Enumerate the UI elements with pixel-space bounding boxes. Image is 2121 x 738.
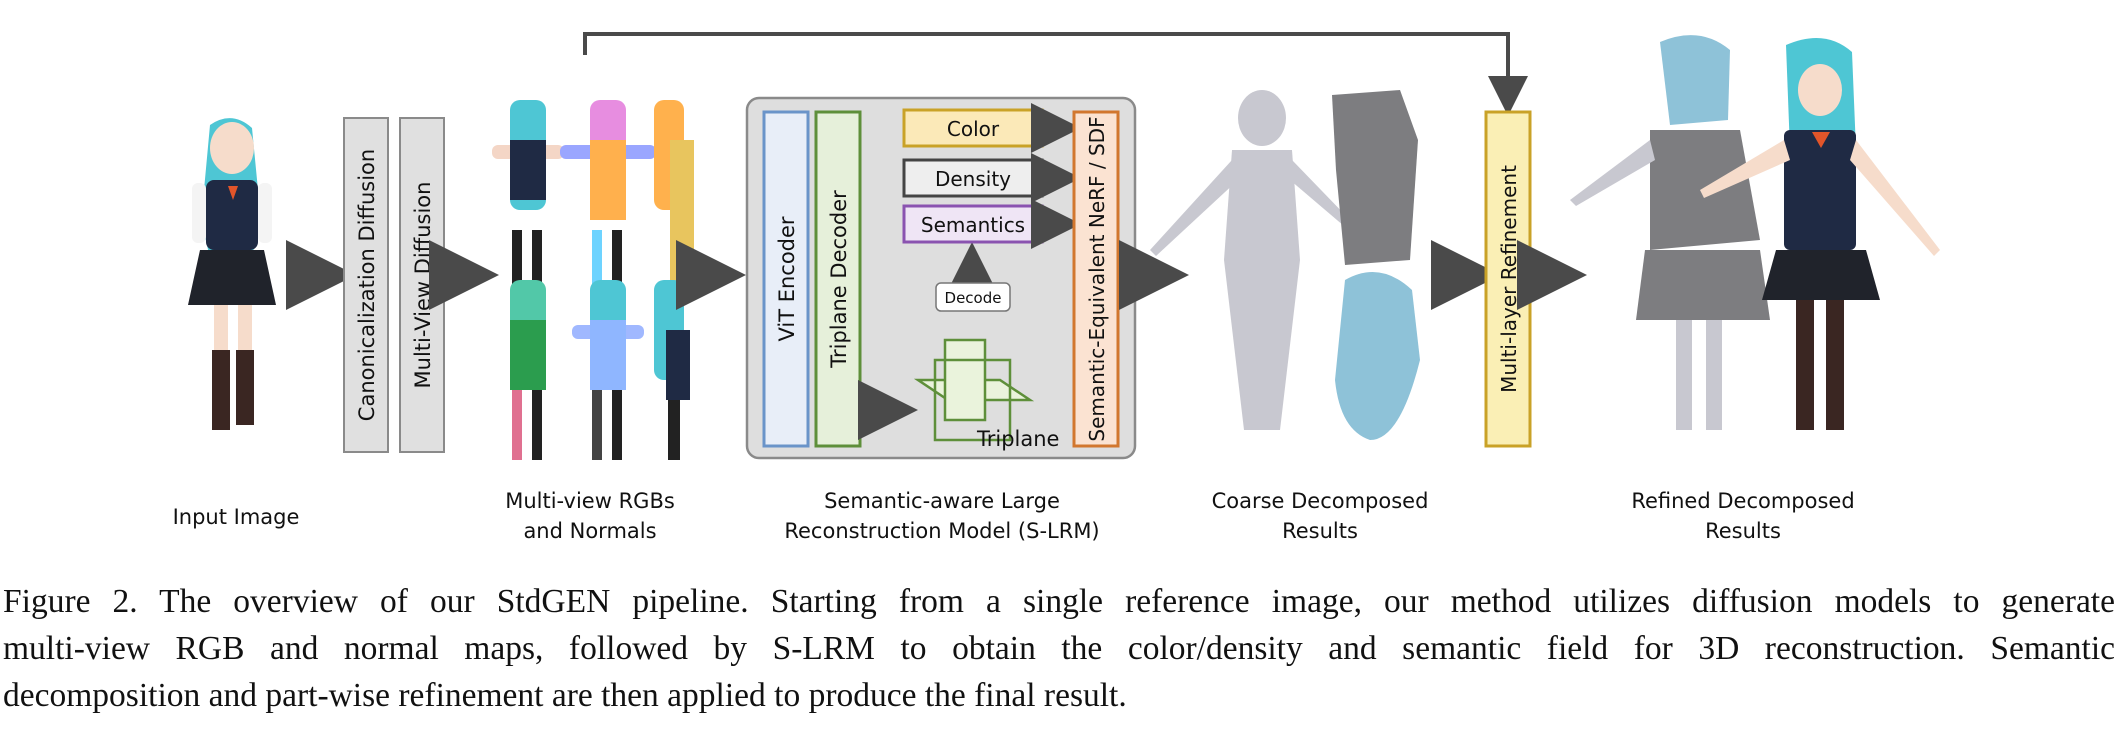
multiview-rgb-normal-images	[492, 100, 694, 460]
canonicalization-diffusion-block: Canonicalization Diffusion	[343, 117, 389, 453]
multiview-label-line1: Multi-view RGBs	[505, 489, 675, 513]
refined-results-illustration	[1570, 35, 1940, 430]
vit-encoder-label: ViT Encoder	[775, 216, 799, 341]
caption-line-1: Figure 2. The overview of our StdGEN pip…	[3, 583, 2115, 620]
triplane-decoder-label: Triplane Decoder	[827, 190, 851, 369]
input-character-illustration	[188, 118, 276, 430]
triplane-label: Triplane	[976, 427, 1059, 451]
triplane-icon	[913, 338, 1035, 442]
figure-caption: Figure 2. The overview of our StdGEN pip…	[3, 578, 2115, 719]
arrow-views-to-refinement	[583, 32, 1528, 116]
multiview-label-line2: and Normals	[523, 519, 656, 543]
semantics-box	[902, 204, 1044, 244]
density-label: Density	[935, 167, 1011, 191]
refined-label-line2: Results	[1705, 519, 1781, 543]
multiview-diffusion-block: Multi-View Diffusion	[399, 117, 445, 453]
input-image-label: Input Image	[173, 505, 300, 529]
coarse-label-line2: Results	[1282, 519, 1358, 543]
slrm-block: ViT Encoder Triplane Decoder Triplane De…	[745, 96, 1137, 460]
slrm-label-line2: Reconstruction Model (S-LRM)	[784, 519, 1099, 543]
semantics-label: Semantics	[921, 213, 1025, 237]
decode-label: Decode	[945, 289, 1002, 307]
caption-line-2: multi-view RGB and normal maps, followed…	[3, 630, 2115, 667]
refinement-block: Multi-layer Refinement	[1484, 110, 1532, 448]
slrm-label-line1: Semantic-aware Large	[824, 489, 1060, 513]
color-box	[902, 108, 1044, 148]
refined-label-line1: Refined Decomposed	[1631, 489, 1854, 513]
nerf-sdf-box	[1072, 110, 1120, 448]
canonicalization-label: Canonicalization Diffusion	[355, 149, 379, 421]
pipeline-diagram: Canonicalization Diffusion Multi-View Di…	[173, 32, 1940, 543]
triplane-decoder-box	[814, 110, 862, 448]
vit-encoder-box	[762, 110, 810, 448]
coarse-results-illustration	[1150, 90, 1420, 440]
nerf-sdf-label: Semantic-Equivalent NeRF / SDF	[1085, 116, 1109, 441]
decode-box	[935, 282, 1011, 312]
density-box	[902, 158, 1044, 198]
refinement-label: Multi-layer Refinement	[1497, 165, 1521, 393]
color-label: Color	[947, 117, 1000, 141]
coarse-label-line1: Coarse Decomposed	[1212, 489, 1429, 513]
multiview-label: Multi-View Diffusion	[411, 182, 435, 389]
caption-line-3: decomposition and part-wise refinement a…	[3, 677, 1127, 714]
